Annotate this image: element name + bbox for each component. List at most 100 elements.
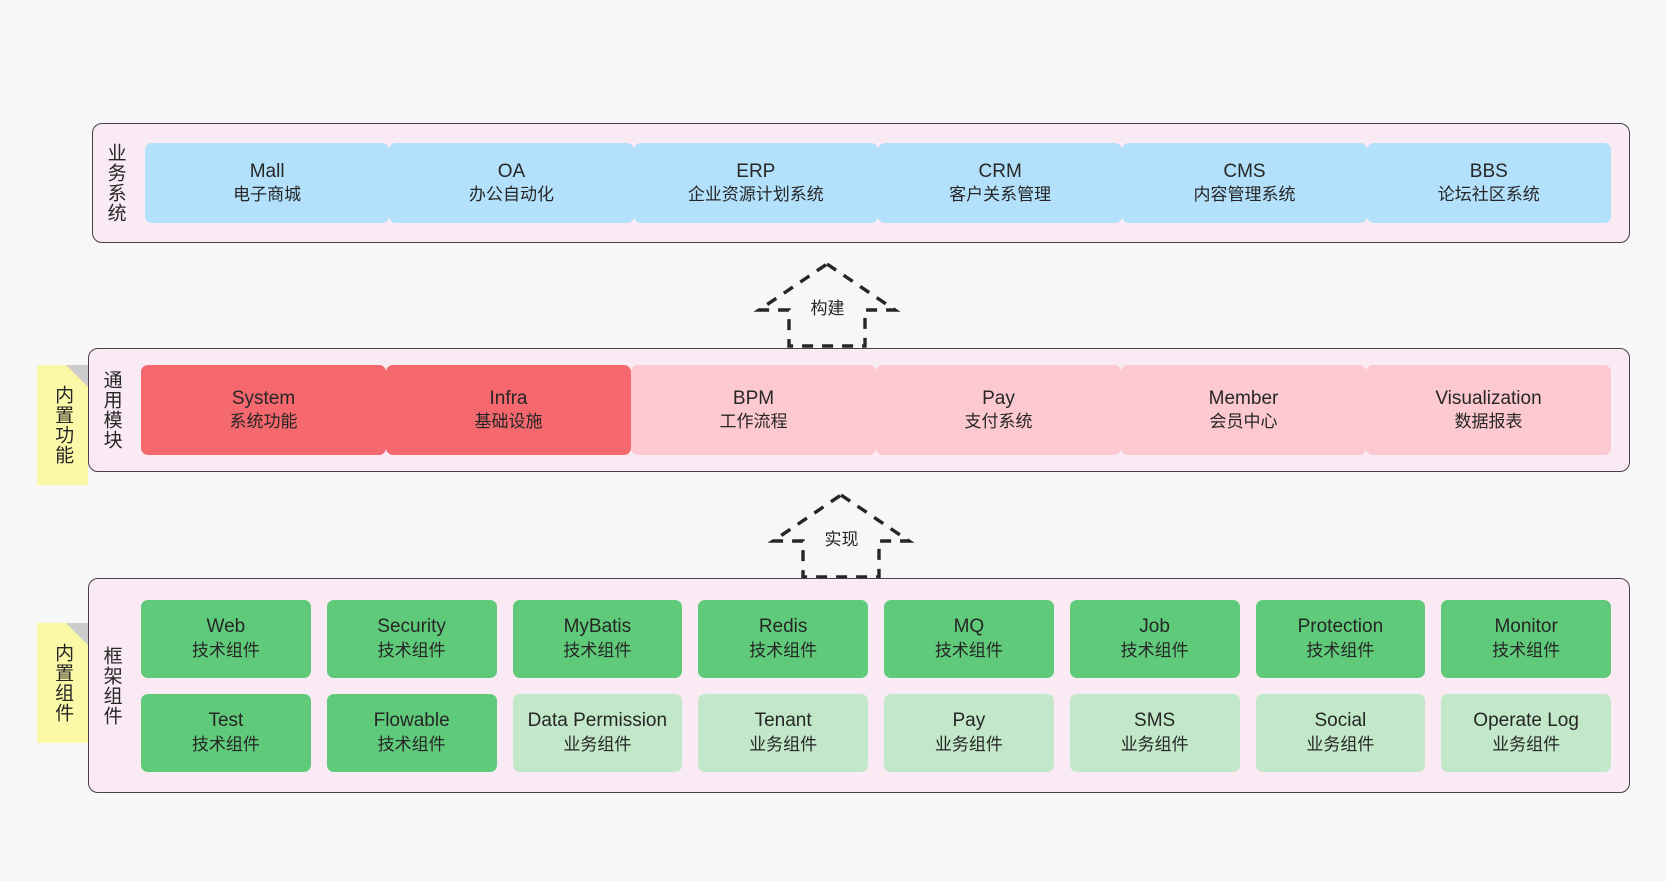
card-visualization-cn: 数据报表: [1454, 412, 1523, 432]
card-social[interactable]: Social 业务组件: [1255, 693, 1426, 772]
card-test-cn: 技术组件: [191, 734, 260, 754]
card-erp-cn: 企业资源计划系统: [687, 185, 824, 205]
card-mall-cn: 电子商城: [233, 185, 302, 205]
card-infra-cn: 基础设施: [474, 412, 543, 432]
card-mq-en: MQ: [953, 616, 985, 638]
card-sms[interactable]: SMS 业务组件: [1069, 693, 1240, 772]
card-bbs[interactable]: BBS 论坛社区系统: [1366, 143, 1611, 223]
card-test[interactable]: Test 技术组件: [141, 693, 311, 772]
card-web-cn: 技术组件: [191, 640, 260, 660]
framework-row-business: Test 技术组件 Flowable 技术组件 Data Permission …: [141, 693, 1611, 772]
card-flowable-cn: 技术组件: [377, 734, 446, 754]
card-redis[interactable]: Redis 技术组件: [698, 599, 868, 678]
card-crm-cn: 客户关系管理: [949, 185, 1052, 205]
card-flowable[interactable]: Flowable 技术组件: [326, 693, 497, 772]
card-protection-en: Protection: [1297, 616, 1384, 638]
note-fold-corner-icon: [66, 623, 88, 645]
card-job[interactable]: Job 技术组件: [1069, 599, 1240, 678]
card-bbs-en: BBS: [1469, 160, 1508, 182]
card-sms-en: SMS: [1134, 710, 1176, 732]
card-pay-component-cn: 业务组件: [934, 734, 1003, 754]
card-mybatis[interactable]: MyBatis 技术组件: [512, 599, 683, 678]
card-mybatis-en: MyBatis: [563, 616, 632, 638]
card-member-en: Member: [1208, 387, 1279, 409]
layer-framework-component-label: 框架组件: [100, 645, 122, 726]
card-cms-en: CMS: [1223, 160, 1266, 182]
card-pay-module-cn: 支付系统: [964, 412, 1033, 432]
card-bpm[interactable]: BPM 工作流程: [631, 365, 876, 455]
card-sms-cn: 业务组件: [1120, 734, 1189, 754]
card-job-cn: 技术组件: [1120, 640, 1189, 660]
note-builtin-component-label: 内置组件: [52, 643, 74, 723]
connector-implement-label: 实现: [824, 530, 859, 549]
card-cms[interactable]: CMS 内容管理系统: [1122, 143, 1367, 223]
card-pay-component[interactable]: Pay 业务组件: [884, 693, 1054, 772]
card-data-permission[interactable]: Data Permission 业务组件: [512, 693, 683, 772]
framework-row-technical: Web 技术组件 Security 技术组件 MyBatis 技术组件 Redi…: [141, 599, 1611, 678]
note-builtin-function: 内置功能: [37, 365, 88, 485]
card-security-en: Security: [377, 616, 446, 638]
card-system-cn: 系统功能: [229, 412, 298, 432]
card-member-cn: 会员中心: [1209, 412, 1278, 432]
connector-implement-shape: [767, 492, 915, 579]
card-infra[interactable]: Infra 基础设施: [386, 365, 631, 455]
card-infra-en: Infra: [489, 387, 528, 409]
card-operate-log[interactable]: Operate Log 业务组件: [1441, 693, 1611, 772]
card-tenant-en: Tenant: [754, 710, 812, 732]
card-cms-cn: 内容管理系统: [1193, 185, 1296, 205]
note-builtin-component: 内置组件: [37, 623, 88, 743]
connector-build-label: 构建: [810, 299, 845, 318]
card-oa-cn: 办公自动化: [468, 185, 554, 205]
card-visualization[interactable]: Visualization 数据报表: [1366, 365, 1611, 455]
card-pay-module[interactable]: Pay 支付系统: [876, 365, 1121, 455]
card-monitor[interactable]: Monitor 技术组件: [1441, 599, 1611, 678]
layer-business-system-body: Mall 电子商城 OA 办公自动化 ERP 企业资源计划系统 CRM 客户关系…: [137, 124, 1629, 242]
card-member[interactable]: Member 会员中心: [1121, 365, 1366, 455]
card-security-cn: 技术组件: [377, 640, 446, 660]
card-operate-log-cn: 业务组件: [1492, 734, 1561, 754]
card-security[interactable]: Security 技术组件: [326, 599, 497, 678]
note-builtin-function-label: 内置功能: [52, 385, 74, 465]
card-visualization-en: Visualization: [1435, 387, 1542, 409]
card-erp-en: ERP: [736, 160, 776, 182]
card-redis-en: Redis: [758, 616, 808, 638]
card-data-permission-en: Data Permission: [527, 710, 668, 732]
layer-common-module-body: System 系统功能 Infra 基础设施 BPM 工作流程 Pay 支付系统…: [133, 349, 1629, 471]
card-oa-en: OA: [497, 160, 526, 182]
card-web-en: Web: [206, 616, 246, 638]
card-bpm-cn: 工作流程: [719, 412, 788, 432]
layer-framework-component-body: Web 技术组件 Security 技术组件 MyBatis 技术组件 Redi…: [133, 579, 1629, 792]
card-data-permission-cn: 业务组件: [563, 734, 632, 754]
card-job-en: Job: [1139, 616, 1170, 638]
card-protection[interactable]: Protection 技术组件: [1255, 599, 1426, 678]
card-mall[interactable]: Mall 电子商城: [145, 143, 390, 223]
card-pay-component-en: Pay: [952, 710, 986, 732]
card-social-en: Social: [1314, 710, 1367, 732]
card-flowable-en: Flowable: [373, 710, 450, 732]
card-system[interactable]: System 系统功能: [141, 365, 386, 455]
card-pay-module-en: Pay: [982, 387, 1015, 409]
card-mq[interactable]: MQ 技术组件: [884, 599, 1054, 678]
card-oa[interactable]: OA 办公自动化: [389, 143, 634, 223]
card-test-en: Test: [208, 710, 244, 732]
card-bbs-cn: 论坛社区系统: [1437, 185, 1540, 205]
connector-implement: 实现: [767, 489, 915, 579]
note-fold-corner-icon: [66, 365, 88, 387]
card-crm[interactable]: CRM 客户关系管理: [877, 143, 1123, 223]
layer-business-system: 业务系统 Mall 电子商城 OA 办公自动化 ERP 企业资源计划系统 CRM…: [92, 123, 1630, 243]
connector-build-shape: [753, 261, 901, 348]
card-operate-log-en: Operate Log: [1473, 710, 1579, 732]
card-web[interactable]: Web 技术组件: [141, 599, 311, 678]
card-erp[interactable]: ERP 企业资源计划系统: [633, 143, 878, 223]
layer-common-module-label: 通用模块: [100, 370, 122, 450]
card-mq-cn: 技术组件: [934, 640, 1003, 660]
layer-framework-component: 框架组件 Web 技术组件 Security 技术组件 MyBatis 技术组件…: [88, 578, 1630, 793]
card-bpm-en: BPM: [732, 387, 775, 409]
card-crm-en: CRM: [978, 160, 1022, 182]
card-tenant-cn: 业务组件: [749, 734, 818, 754]
card-tenant[interactable]: Tenant 业务组件: [698, 693, 868, 772]
layer-common-module: 通用模块 System 系统功能 Infra 基础设施 BPM 工作流程 Pay…: [88, 348, 1630, 472]
card-redis-cn: 技术组件: [749, 640, 818, 660]
card-system-en: System: [231, 387, 296, 409]
